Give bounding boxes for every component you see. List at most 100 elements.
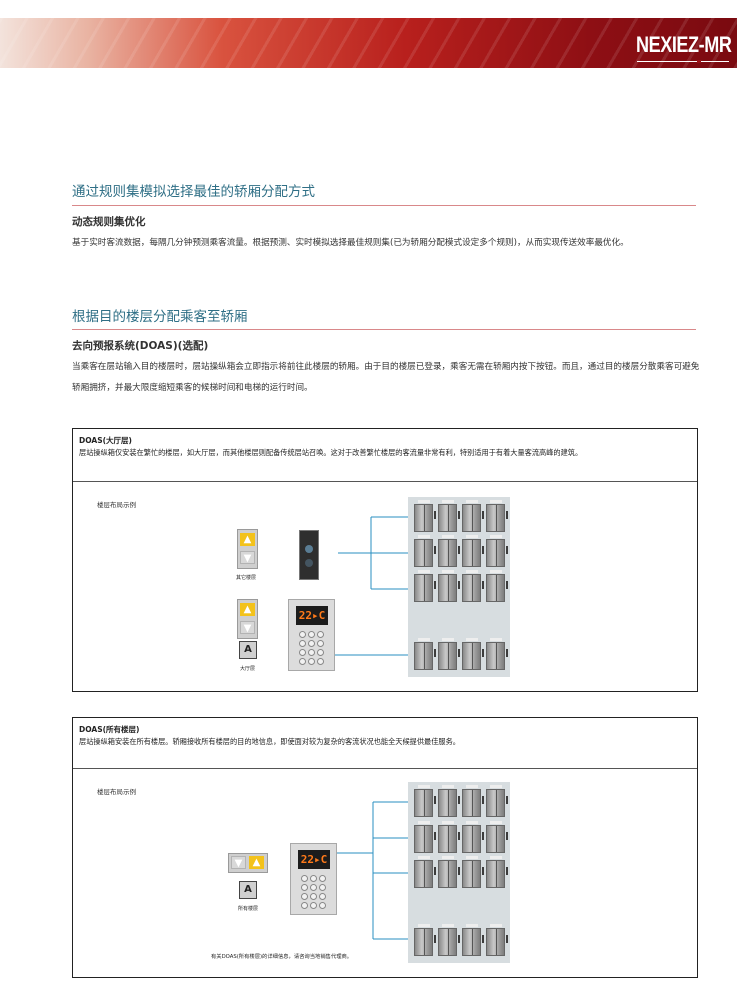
doas-all-note: 有关DOAS(所有楼层)的详细信息，请咨询当地销售代理商。	[211, 954, 353, 960]
car-lantern	[418, 570, 430, 573]
doas-all-separator	[73, 768, 697, 769]
doas-display: 22▸C	[296, 606, 328, 625]
car-panel	[434, 796, 436, 804]
doas-all-connectors	[335, 801, 408, 940]
elevator-car	[414, 638, 436, 670]
keypad-key	[310, 902, 317, 909]
elevator-car	[438, 785, 460, 817]
elevator-car	[486, 570, 508, 602]
doas-lobby-connectors	[333, 516, 408, 656]
keypad-key	[310, 884, 317, 891]
car-lantern	[490, 570, 502, 573]
elevator-car	[414, 570, 436, 602]
car-panel	[506, 581, 508, 589]
car-lantern	[466, 638, 478, 641]
elevator-bank-all	[408, 782, 510, 963]
car-lantern	[490, 821, 502, 824]
car-panel	[434, 649, 436, 657]
car-panel	[458, 511, 460, 519]
up-arrow-icon: ▲	[240, 603, 255, 616]
doas-all-floors-panel: DOAS(所有楼层) 层站操纵箱安装在所有楼层。轿厢接收所有楼层的目的地信息，即…	[72, 717, 698, 978]
elevator-row	[408, 499, 510, 533]
car-lantern	[418, 821, 430, 824]
elevator-car	[486, 785, 508, 817]
keypad-key	[299, 649, 306, 656]
car-panel	[506, 935, 508, 943]
elevator-car	[462, 785, 484, 817]
car-lantern	[490, 856, 502, 859]
car-panel	[434, 581, 436, 589]
car-panel	[482, 796, 484, 804]
up-arrow-icon: ▲	[240, 533, 255, 546]
car-lantern	[490, 924, 502, 927]
car-lantern	[466, 924, 478, 927]
car-lantern	[442, 821, 454, 824]
elevator-car	[462, 638, 484, 670]
a-button-label: A	[244, 884, 252, 895]
car-panel	[434, 832, 436, 840]
keypad-key	[299, 631, 306, 638]
hall-lantern-fixture	[299, 530, 319, 580]
elevator-row	[408, 637, 510, 671]
car-lantern	[442, 535, 454, 538]
car-lantern	[466, 785, 478, 788]
doas-lobby-title: DOAS(大厅层)	[79, 436, 132, 445]
doas-lobby-separator	[73, 481, 697, 482]
section2-subheading: 去向预报系统(DOAS)(选配)	[72, 340, 209, 352]
car-panel	[506, 649, 508, 657]
car-lantern	[418, 535, 430, 538]
car-lantern	[442, 500, 454, 503]
doas-lobby-desc: 层站操纵箱仅安装在繁忙的楼层，如大厅层，而其他楼层则配备传统层站召唤。这对于改善…	[79, 448, 583, 457]
car-panel	[458, 832, 460, 840]
keypad-key	[310, 893, 317, 900]
car-panel	[482, 581, 484, 589]
elevator-car	[438, 821, 460, 853]
car-panel	[482, 867, 484, 875]
car-lantern	[490, 535, 502, 538]
car-panel	[482, 546, 484, 554]
doas-all-title: DOAS(所有楼层)	[79, 725, 140, 734]
elevator-car	[414, 856, 436, 888]
elevator-car	[438, 856, 460, 888]
section2-body: 当乘客在层站输入目的楼层时，层站操纵箱会立即指示将前往此楼层的轿厢。由于目的楼层…	[72, 362, 700, 393]
keypad-key	[317, 631, 324, 638]
car-lantern	[490, 500, 502, 503]
section1-rule	[72, 205, 696, 206]
keypad-key	[317, 640, 324, 647]
doas-keypad-lobby: 22▸C	[288, 599, 335, 671]
elevator-car	[438, 924, 460, 956]
elevator-row	[408, 923, 510, 957]
car-panel	[506, 546, 508, 554]
caption-lobby: 大厅层	[240, 666, 256, 672]
car-lantern	[466, 500, 478, 503]
brand-logo: NEXIEZ-MR	[635, 32, 731, 57]
header-banner: NEXIEZ-MR	[0, 18, 737, 68]
car-lantern	[418, 924, 430, 927]
elevator-bank-lobby	[408, 497, 510, 677]
keypad-key	[301, 902, 308, 909]
keypad-key	[308, 640, 315, 647]
elevator-car	[486, 535, 508, 567]
down-arrow-icon: ▼	[231, 856, 246, 869]
keypad-key	[319, 902, 326, 909]
keypad-key	[299, 640, 306, 647]
caption-other-floors: 其它楼层	[236, 575, 257, 581]
keypad-key	[308, 631, 315, 638]
indicator-down-icon	[305, 559, 313, 567]
car-panel	[434, 546, 436, 554]
keypad-key	[319, 875, 326, 882]
car-panel	[458, 867, 460, 875]
car-panel	[506, 867, 508, 875]
doas-lobby-panel: DOAS(大厅层) 层站操纵箱仅安装在繁忙的楼层，如大厅层，而其他楼层则配备传统…	[72, 428, 698, 692]
car-panel	[482, 832, 484, 840]
car-lantern	[466, 821, 478, 824]
keypad-key	[310, 875, 317, 882]
keypad-key	[308, 658, 315, 665]
section2-heading: 根据目的楼层分配乘客至轿厢	[72, 309, 248, 325]
car-panel	[482, 649, 484, 657]
car-lantern	[442, 785, 454, 788]
car-lantern	[418, 638, 430, 641]
hall-call-button-other-floors: ▲ ▼	[237, 529, 258, 569]
elevator-car	[462, 500, 484, 532]
keypad-key	[317, 658, 324, 665]
